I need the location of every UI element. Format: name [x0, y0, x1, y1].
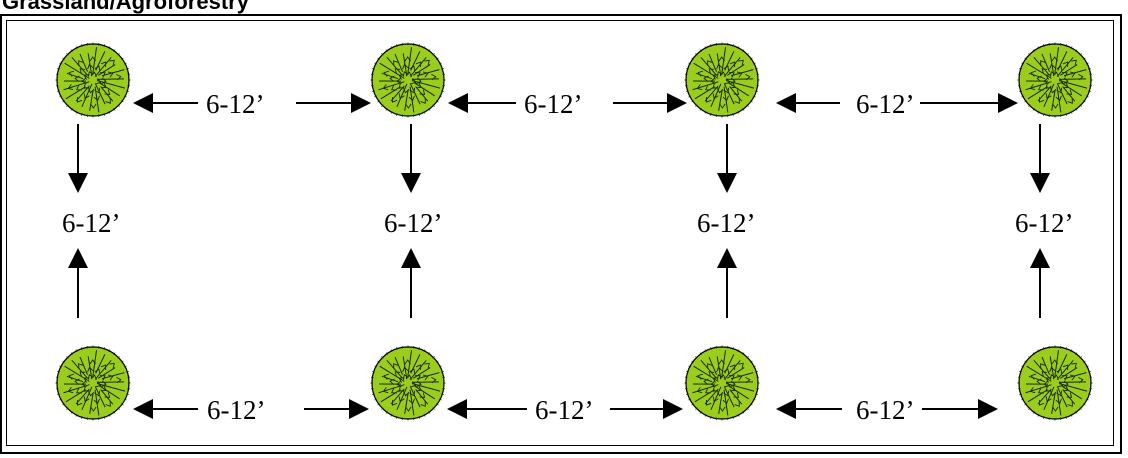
tree-bottom-4-icon — [1017, 345, 1093, 421]
spacing-label-top-3: 6-12’ — [856, 89, 914, 119]
h-arrow-bottom-1-left — [133, 399, 198, 419]
spacing-label-top-2: 6-12’ — [524, 89, 582, 119]
v-arrow-3-down — [717, 124, 737, 193]
h-arrow-top-1-left — [133, 93, 198, 113]
tree-top-4-icon — [1017, 42, 1093, 118]
tree-bottom-3-icon — [684, 345, 760, 421]
v-arrow-4-up — [1030, 248, 1050, 318]
h-arrow-bottom-3-left — [776, 399, 842, 419]
h-arrow-bottom-3-right — [922, 399, 998, 419]
h-arrow-bottom-2-left — [447, 399, 527, 419]
h-arrow-bottom-1-right — [304, 399, 369, 419]
h-arrow-top-2-right — [613, 93, 687, 113]
spacing-label-vertical-4: 6-12’ — [1015, 208, 1073, 238]
v-arrow-2-up — [401, 248, 421, 318]
spacing-label-bottom-3: 6-12’ — [856, 395, 914, 425]
v-arrow-1-down — [68, 124, 88, 193]
h-arrow-top-3-left — [776, 93, 840, 113]
v-arrow-1-up — [68, 248, 88, 318]
page-title: Grassland/Agroforestry — [2, 0, 249, 14]
spacing-label-vertical-2: 6-12’ — [384, 208, 442, 238]
tree-top-2-icon — [370, 42, 446, 118]
spacing-label-bottom-2: 6-12’ — [535, 395, 593, 425]
tree-bottom-1-icon — [55, 345, 131, 421]
spacing-label-vertical-1: 6-12’ — [62, 208, 120, 238]
tree-top-1-icon — [55, 42, 131, 118]
tree-top-3-icon — [684, 42, 760, 118]
v-arrow-4-down — [1030, 124, 1050, 193]
diagram-frame-outer — [0, 14, 1122, 454]
h-arrow-top-1-right — [296, 93, 371, 113]
spacing-label-top-1: 6-12’ — [206, 89, 264, 119]
tree-bottom-2-icon — [370, 345, 446, 421]
diagram-frame-inner — [6, 20, 1114, 446]
h-arrow-top-2-left — [448, 93, 516, 113]
h-arrow-top-3-right — [920, 93, 1018, 113]
spacing-label-vertical-3: 6-12’ — [697, 208, 755, 238]
v-arrow-2-down — [401, 124, 421, 193]
h-arrow-bottom-2-right — [610, 399, 683, 419]
spacing-label-bottom-1: 6-12’ — [207, 395, 265, 425]
v-arrow-3-up — [717, 248, 737, 318]
